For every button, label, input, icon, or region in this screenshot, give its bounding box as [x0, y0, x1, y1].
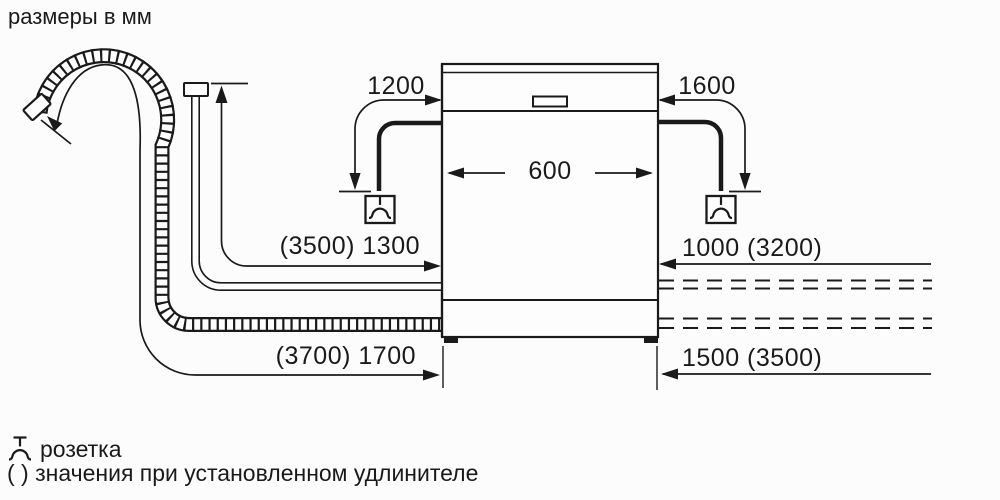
dim-label-drain-hose-right: 1500 (3500)	[682, 344, 823, 372]
dim-appliance-width	[447, 167, 653, 179]
inlet-hose-cap	[183, 82, 209, 97]
dim-label-power-cord-right: 1600	[678, 72, 736, 100]
dishwasher-foot-right	[644, 337, 658, 343]
dim-label-power-cord-left: 1200	[367, 72, 425, 100]
dim-inlet-hose-right	[659, 258, 931, 270]
legend-socket-label: розетка	[40, 436, 122, 462]
dishwasher-handle	[532, 95, 568, 108]
legend-extension-note: ( ) значения при установленном удлинител…	[7, 460, 479, 486]
power-cable-right	[657, 119, 724, 191]
power-cable-left	[376, 120, 443, 191]
socket-box-right	[705, 194, 737, 225]
hose-extension-dashed-lines	[659, 279, 932, 329]
page-title: размеры в мм	[8, 4, 152, 29]
drain-hose	[22, 48, 442, 332]
dim-label-inlet-hose-left: (3500) 1300	[279, 232, 420, 260]
dim-label-appliance-width: 600	[528, 157, 572, 185]
inlet-hose	[183, 82, 442, 291]
dim-label-drain-hose-left: (3700) 1700	[275, 342, 416, 370]
dim-power-cord-right	[658, 94, 761, 193]
dim-power-cord-left	[339, 94, 442, 193]
dim-drain-hose-left	[40, 63, 444, 388]
dim-inlet-hose-left	[211, 82, 441, 272]
dim-label-inlet-hose-right: 1000 (3200)	[682, 234, 823, 262]
socket-box-left	[364, 194, 396, 225]
legend-socket-icon	[7, 436, 33, 461]
drain-hose-cap	[22, 92, 52, 122]
dim-drain-hose-right	[656, 346, 931, 390]
dishwasher-foot-left	[444, 337, 458, 343]
dishwasher	[440, 62, 660, 343]
